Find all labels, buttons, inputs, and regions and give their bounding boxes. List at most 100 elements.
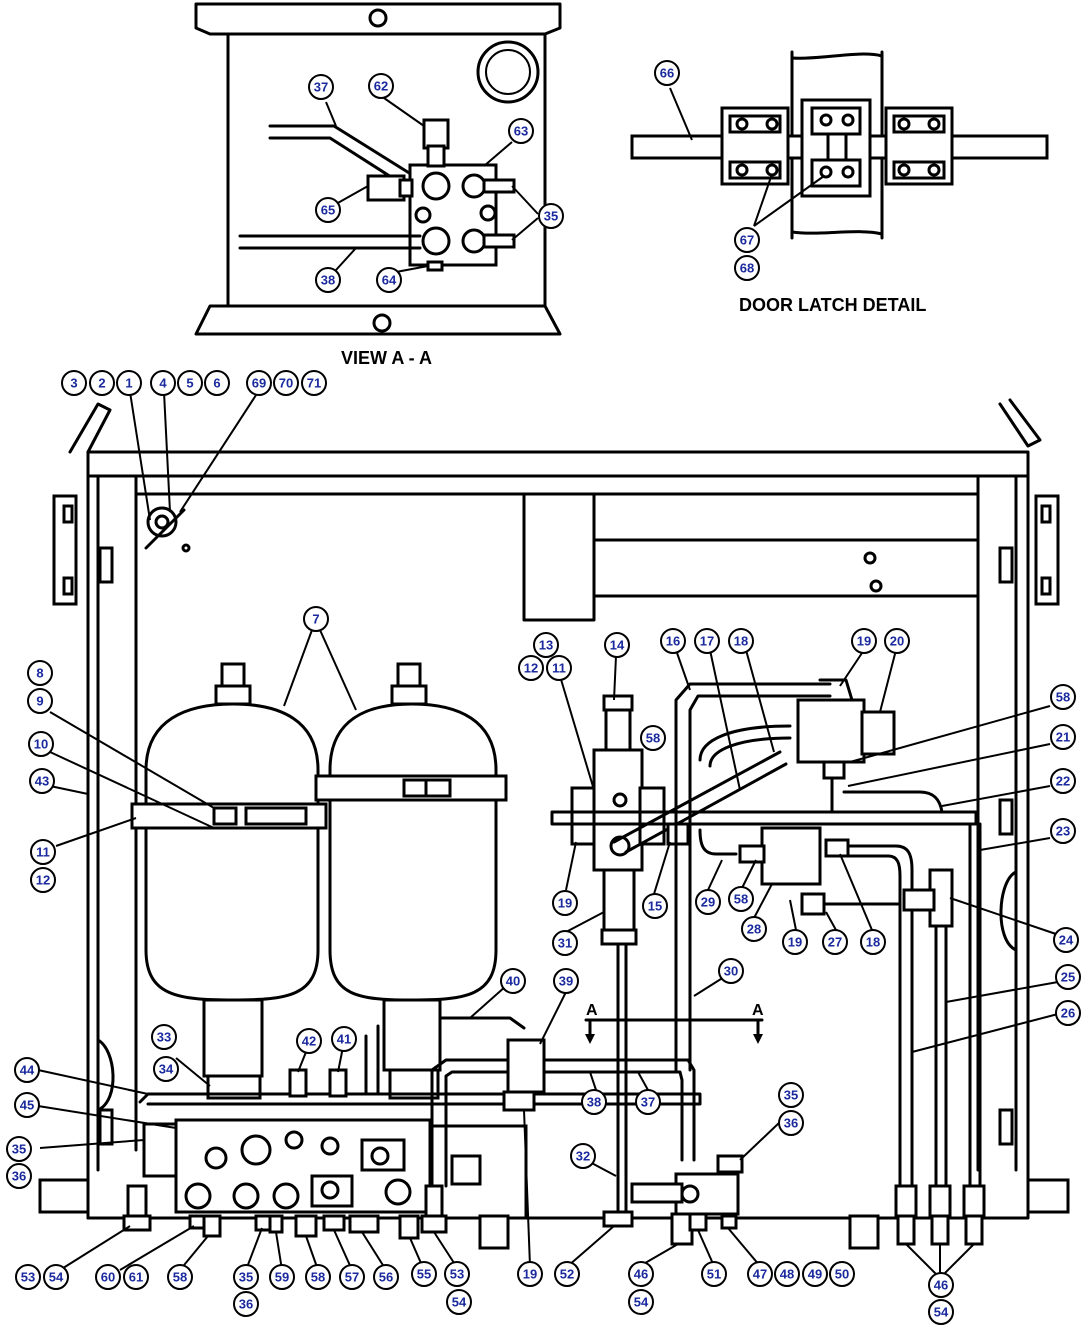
callout-14: 14 xyxy=(604,632,630,658)
svg-text:19: 19 xyxy=(558,896,572,911)
svg-text:43: 43 xyxy=(35,774,49,789)
callout-7: 7 xyxy=(303,606,329,632)
svg-text:53: 53 xyxy=(450,1267,464,1282)
callout-9: 9 xyxy=(27,688,53,714)
callout-19-center: 19 xyxy=(552,890,578,916)
callout-64: 64 xyxy=(376,267,402,293)
callout-36-right: 36 xyxy=(778,1110,804,1136)
callout-55: 55 xyxy=(411,1261,437,1287)
callout-12-center: 12 xyxy=(518,655,544,681)
callout-45: 45 xyxy=(14,1092,40,1118)
svg-text:3: 3 xyxy=(70,376,77,391)
svg-text:24: 24 xyxy=(1059,933,1074,948)
svg-text:26: 26 xyxy=(1061,1006,1075,1021)
svg-text:21: 21 xyxy=(1056,730,1070,745)
svg-text:11: 11 xyxy=(36,845,50,860)
svg-text:18: 18 xyxy=(866,935,880,950)
svg-text:59: 59 xyxy=(275,1270,289,1285)
svg-text:35: 35 xyxy=(12,1142,26,1157)
svg-text:23: 23 xyxy=(1056,824,1070,839)
svg-text:65: 65 xyxy=(321,203,335,218)
svg-text:19: 19 xyxy=(857,634,871,649)
view-aa-detail xyxy=(194,2,562,336)
callout-50: 50 xyxy=(829,1261,855,1287)
callout-19-top: 19 xyxy=(851,628,877,654)
callout-58-bottom-b: 58 xyxy=(305,1264,331,1290)
svg-text:49: 49 xyxy=(808,1267,822,1282)
callout-53-center: 53 xyxy=(444,1261,470,1287)
callout-5: 5 xyxy=(177,370,203,396)
svg-text:20: 20 xyxy=(890,634,904,649)
leader-lines xyxy=(37,391,1059,1279)
svg-text:47: 47 xyxy=(753,1267,767,1282)
svg-text:55: 55 xyxy=(417,1267,431,1282)
svg-text:19: 19 xyxy=(523,1267,537,1282)
svg-text:14: 14 xyxy=(610,638,625,653)
svg-text:50: 50 xyxy=(835,1267,849,1282)
callout-6: 6 xyxy=(204,370,230,396)
callout-46-right: 46 xyxy=(928,1272,954,1298)
callout-30: 30 xyxy=(718,958,744,984)
callout-bubbles: 37 62 63 65 35 38 64 66 67 68 3 2 1 4 5 … xyxy=(6,60,1081,1325)
svg-text:48: 48 xyxy=(780,1267,794,1282)
svg-text:7: 7 xyxy=(312,612,319,627)
svg-text:69: 69 xyxy=(252,376,266,391)
callout-70: 70 xyxy=(273,370,299,396)
svg-text:1: 1 xyxy=(125,376,132,391)
svg-text:58: 58 xyxy=(1056,690,1070,705)
callout-20: 20 xyxy=(884,628,910,654)
svg-text:56: 56 xyxy=(379,1270,393,1285)
callout-19-block: 19 xyxy=(782,929,808,955)
svg-text:12: 12 xyxy=(36,873,50,888)
callout-54-center: 54 xyxy=(446,1289,472,1315)
callout-16: 16 xyxy=(660,628,686,654)
callout-18-block: 18 xyxy=(860,929,886,955)
callout-35-right: 35 xyxy=(778,1082,804,1108)
svg-text:17: 17 xyxy=(700,634,714,649)
callout-34: 34 xyxy=(153,1056,179,1082)
callout-51: 51 xyxy=(701,1261,727,1287)
svg-text:54: 54 xyxy=(634,1295,649,1310)
svg-text:68: 68 xyxy=(740,261,754,276)
svg-text:54: 54 xyxy=(49,1270,64,1285)
callout-42: 42 xyxy=(296,1028,322,1054)
callout-22: 22 xyxy=(1050,768,1076,794)
svg-text:46: 46 xyxy=(634,1267,648,1282)
svg-text:71: 71 xyxy=(307,376,321,391)
svg-text:29: 29 xyxy=(701,895,715,910)
svg-text:37: 37 xyxy=(641,1095,655,1110)
svg-text:13: 13 xyxy=(539,638,553,653)
svg-text:15: 15 xyxy=(648,899,662,914)
svg-text:58: 58 xyxy=(173,1270,187,1285)
svg-text:45: 45 xyxy=(20,1098,34,1113)
callout-37-main: 37 xyxy=(635,1089,661,1115)
callout-53-left: 53 xyxy=(15,1264,41,1290)
section-line-aa xyxy=(584,1018,764,1044)
callout-43: 43 xyxy=(29,768,55,794)
callout-13: 13 xyxy=(533,632,559,658)
callout-40: 40 xyxy=(500,968,526,994)
svg-text:63: 63 xyxy=(514,124,528,139)
callout-54-right: 54 xyxy=(928,1299,954,1325)
door-latch-detail xyxy=(630,50,1049,240)
svg-text:38: 38 xyxy=(321,273,335,288)
door-latch-caption: DOOR LATCH DETAIL xyxy=(739,295,926,315)
svg-text:53: 53 xyxy=(21,1270,35,1285)
svg-text:36: 36 xyxy=(239,1297,253,1312)
svg-text:35: 35 xyxy=(544,209,558,224)
callout-60: 60 xyxy=(95,1264,121,1290)
callout-65: 65 xyxy=(315,197,341,223)
svg-text:36: 36 xyxy=(12,1169,26,1184)
svg-text:39: 39 xyxy=(559,974,573,989)
callout-15: 15 xyxy=(642,893,668,919)
callout-36-left: 36 xyxy=(6,1163,32,1189)
callout-58-bottom-a: 58 xyxy=(167,1264,193,1290)
svg-text:40: 40 xyxy=(506,974,520,989)
callout-32: 32 xyxy=(570,1143,596,1169)
svg-text:33: 33 xyxy=(157,1030,171,1045)
callout-49: 49 xyxy=(802,1261,828,1287)
svg-text:58: 58 xyxy=(646,731,660,746)
svg-text:62: 62 xyxy=(374,79,388,94)
svg-text:64: 64 xyxy=(382,273,397,288)
svg-text:30: 30 xyxy=(724,964,738,979)
